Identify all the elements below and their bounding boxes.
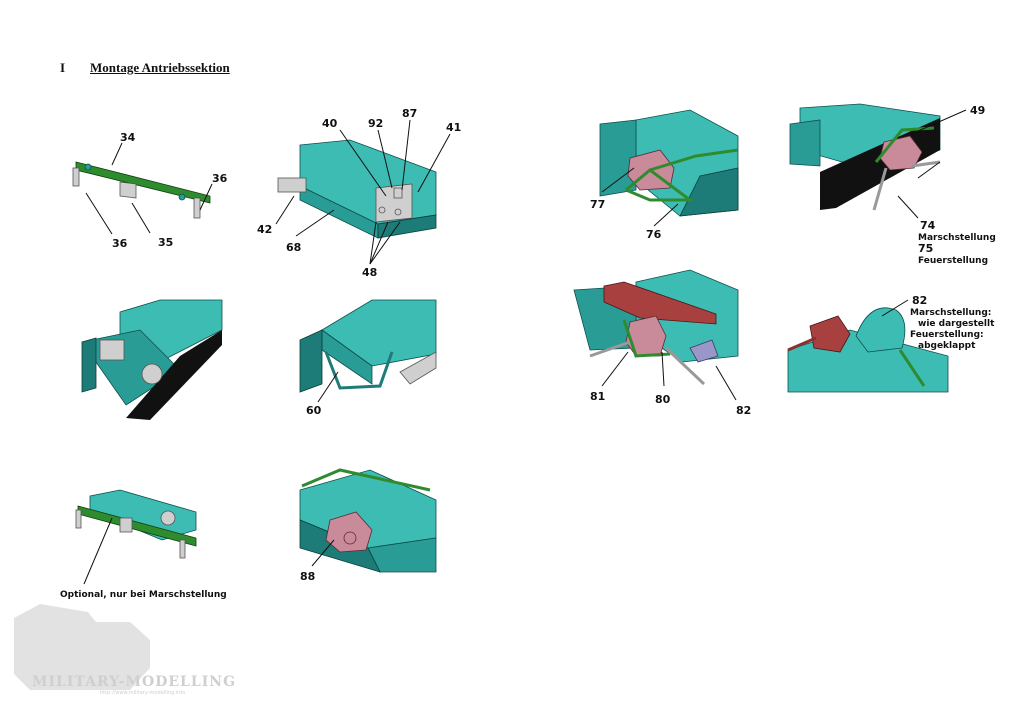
label-82-marsch: Marschstellung:	[910, 308, 991, 318]
label-60: 60	[306, 404, 322, 417]
step-spade-frame: 77 76	[590, 109, 739, 241]
label-87: 87	[402, 107, 417, 120]
label-optional: Optional, nur bei Marschstellung	[60, 590, 227, 600]
label-80: 80	[655, 393, 671, 406]
label-82-b: 82	[912, 294, 927, 307]
label-35: 35	[158, 236, 173, 249]
step-rear-plate: 60	[299, 299, 437, 417]
label-40: 40	[322, 117, 338, 130]
watermark-url: http://www.military-modelling.info	[100, 690, 185, 696]
label-74: 74	[920, 219, 936, 232]
label-82-abgeklappt: abgeklappt	[918, 341, 976, 351]
label-82-feuer: Feuerstellung:	[910, 330, 984, 340]
label-42: 42	[257, 223, 272, 236]
label-77: 77	[590, 198, 605, 211]
label-48: 48	[362, 266, 377, 279]
label-92: 92	[368, 117, 383, 130]
label-41: 41	[446, 121, 461, 134]
label-76: 76	[646, 228, 662, 241]
step-spade-positions: 49 74 Marschstellung 75 Feuerstellung	[789, 103, 996, 266]
label-81: 81	[590, 390, 605, 403]
tank-silhouette-icon	[14, 604, 150, 690]
section-number: I	[60, 60, 66, 75]
label-74-marsch: Marschstellung	[918, 233, 996, 243]
section-title: Montage Antriebssektion	[90, 60, 230, 75]
label-36-left: 36	[112, 237, 128, 250]
label-82-a: 82	[736, 404, 751, 417]
label-36-right: 36	[212, 172, 228, 185]
step-gear-housing: 88	[299, 468, 437, 583]
label-82-wie: wie dargestellt	[918, 319, 995, 329]
step-mount: 81 80 82	[573, 269, 751, 417]
step-hull-section: 40 92 87 41 42 68 48	[257, 107, 461, 279]
label-68: 68	[286, 241, 301, 254]
watermark-brand: MILITARY-MODELLING	[32, 674, 236, 690]
label-49: 49	[970, 104, 985, 117]
step-optional-assembly: Optional, nur bei Marschstellung	[60, 489, 227, 600]
label-75: 75	[918, 242, 933, 255]
label-88: 88	[300, 570, 315, 583]
label-75-feuer: Feuerstellung	[918, 256, 988, 266]
label-34: 34	[120, 131, 136, 144]
step-seat: 82 Marschstellung: wie dargestellt Feuer…	[787, 294, 995, 393]
step-axle-beam: 34 36 36 35	[72, 131, 228, 250]
watermark: MILITARY-MODELLING http://www.military-m…	[14, 604, 236, 696]
step-hull-interior	[81, 299, 223, 420]
